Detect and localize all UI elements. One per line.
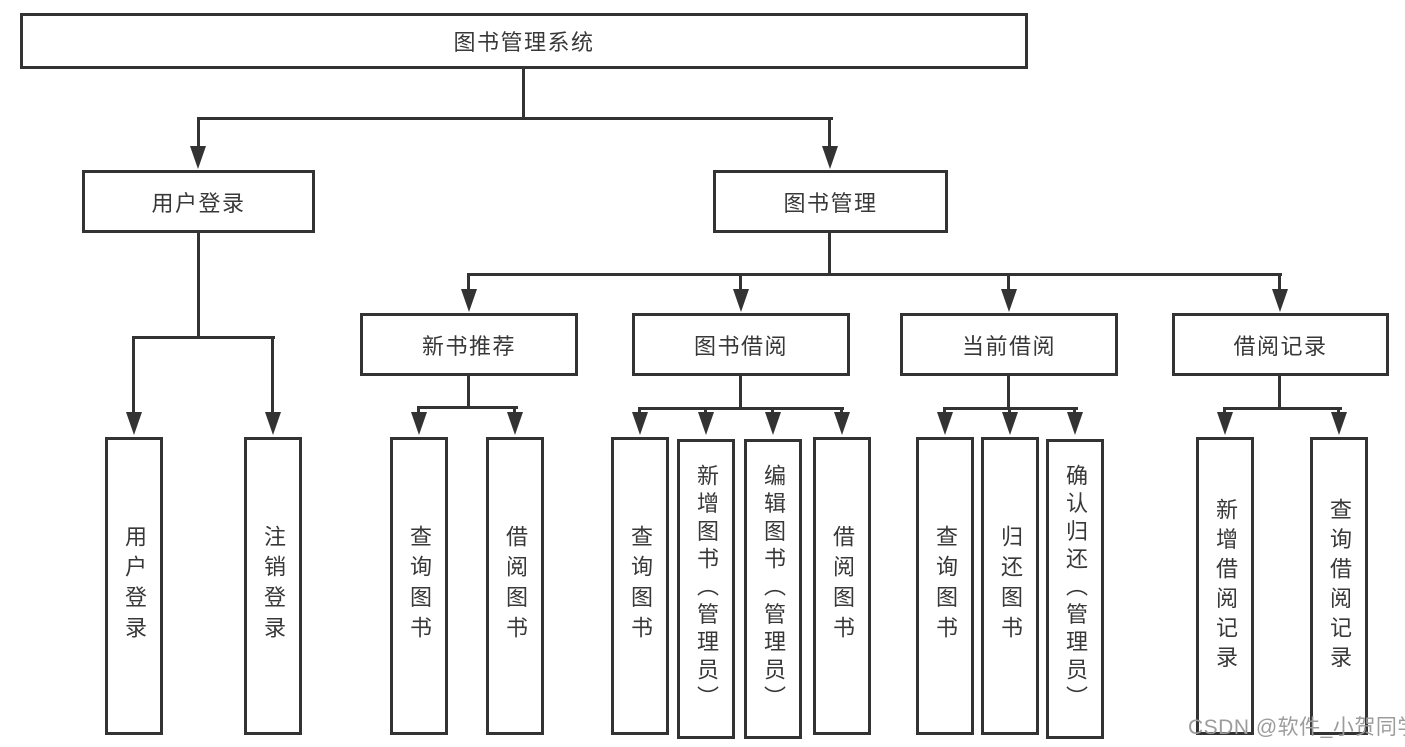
node-user-login: 用户登录 [82,170,315,233]
connector-line [1278,273,1281,293]
connector-line [739,376,742,407]
connector-line [513,406,516,415]
node-root: 图书管理系统 [20,13,1028,69]
connector-line [132,336,135,414]
node-leaf-borrow-books-1: 借阅图书 [486,437,544,735]
connector-arrow-down [411,412,427,435]
node-label: 归还图书 [998,525,1023,647]
connector-line [417,406,518,409]
node-label: 用户登录 [151,190,246,216]
node-leaf-query-books-3: 查询图书 [916,437,974,735]
connector-arrow-down [822,146,838,169]
node-label: 注销登录 [261,525,286,647]
watermark: CSDN @软件_小贺同学 [1188,716,1405,739]
node-leaf-edit-book-admin: 编辑图书（管理员） [744,439,802,739]
node-label: 图书借阅 [693,333,788,359]
connector-arrow-down [1331,412,1347,435]
connector-line [1223,407,1226,415]
connector-line [467,376,470,406]
connector-line [638,407,844,410]
connector-arrow-down [1067,412,1083,435]
connector-line [1337,407,1340,415]
node-leaf-borrow-books-2: 借阅图书 [813,437,871,735]
node-leaf-confirm-return-admin: 确认归还（管理员） [1046,439,1104,739]
connector-line [197,117,200,150]
node-leaf-add-book-admin: 新增图书（管理员） [677,439,735,739]
node-label: 查询图书 [628,525,653,647]
connector-arrow-down [698,412,714,435]
connector-line [943,407,946,415]
connector-line [1278,376,1281,407]
node-label: 当前借阅 [961,333,1056,359]
connector-arrow-down [126,412,142,435]
connector-line [638,407,641,415]
connector-arrow-down [733,289,749,312]
node-borrow-records: 借阅记录 [1172,313,1389,376]
node-book-borrow: 图书借阅 [632,313,850,376]
connector-arrow-down [834,412,850,435]
connector-line [467,273,1282,276]
connector-line [828,117,831,150]
node-label: 查询借阅记录 [1327,497,1352,675]
connector-arrow-down [461,289,477,312]
connector-line [417,406,420,415]
connector-line [1073,407,1076,415]
node-label: 编辑图书（管理员） [761,464,786,714]
connector-line [1007,273,1010,293]
node-label: 借阅记录 [1233,333,1328,359]
node-label: 查询图书 [933,525,958,647]
node-new-book-recommend: 新书推荐 [360,313,578,376]
connector-arrow-down [765,412,781,435]
connector-arrow-down [937,412,953,435]
node-label: 新增图书（管理员） [694,464,719,714]
node-leaf-query-books-2: 查询图书 [611,437,669,735]
connector-arrow-down [507,412,523,435]
connector-line [1007,376,1010,407]
node-leaf-return-books: 归还图书 [981,437,1039,735]
node-leaf-query-books-1: 查询图书 [390,437,448,735]
node-label: 新增借阅记录 [1213,497,1238,675]
connector-line [739,273,742,293]
node-leaf-logout: 注销登录 [244,437,302,735]
node-book-management: 图书管理 [713,170,948,233]
connector-line [271,336,274,414]
node-label: 用户登录 [122,525,147,647]
node-label: 借阅图书 [503,525,528,647]
node-leaf-add-borrow-record: 新增借阅记录 [1196,437,1254,735]
connector-arrow-down [632,412,648,435]
node-label: 查询图书 [407,525,432,647]
node-label: 新书推荐 [421,333,516,359]
connector-arrow-down [1272,289,1288,312]
node-leaf-query-borrow-record: 查询借阅记录 [1310,437,1368,735]
node-current-borrow: 当前借阅 [900,313,1118,376]
connector-line [771,407,774,415]
connector-line [132,336,275,339]
connector-line [1223,407,1342,410]
connector-line [828,233,831,273]
connector-arrow-down [1001,289,1017,312]
connector-line [197,233,200,336]
connector-arrow-down [265,412,281,435]
connector-line [522,69,525,117]
connector-line [467,273,470,293]
connector-line [704,407,707,415]
connector-arrow-down [1002,412,1018,435]
node-label: 图书管理系统 [453,30,595,55]
connector-line [1008,407,1011,415]
node-label: 借阅图书 [830,525,855,647]
node-leaf-user-login: 用户登录 [105,437,163,735]
connector-arrow-down [190,146,206,169]
connector-line [840,407,843,415]
node-label: 图书管理 [783,190,878,216]
connector-line [197,117,833,120]
node-label: 确认归还（管理员） [1063,464,1088,714]
connector-arrow-down [1217,412,1233,435]
